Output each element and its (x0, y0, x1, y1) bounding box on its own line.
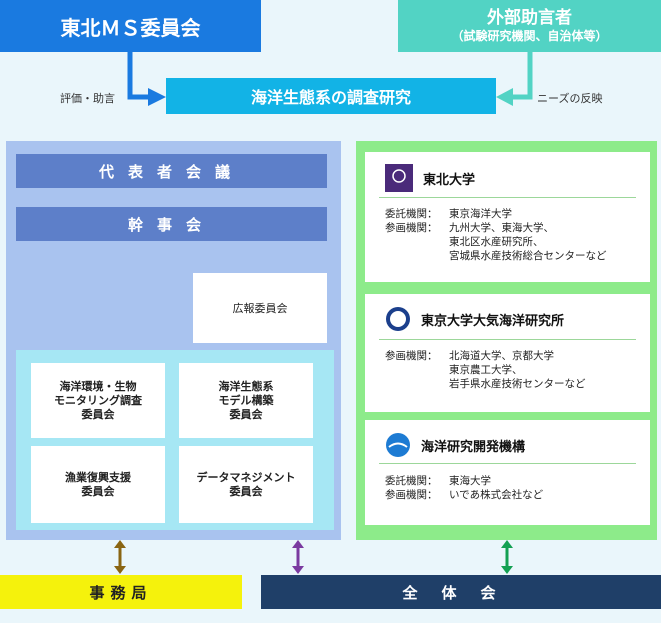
plenary-meeting: 全体会 (261, 575, 661, 609)
pr-committee: 広報委員会 (193, 273, 327, 343)
external-advisors: 外部助言者 （試験研究機関、自治体等） (398, 0, 661, 52)
jamstec-logo-icon (386, 433, 410, 457)
needs-label: ニーズの反映 (537, 92, 603, 105)
aori-logo-icon (386, 307, 410, 331)
office-link-arrow (114, 540, 126, 574)
external-advisors-title: 外部助言者 (487, 8, 572, 28)
tohoku-ms-committee: 東北ＭＳ委員会 (0, 0, 261, 52)
committee-fishery-support: 漁業復興支援委員会 (31, 446, 165, 523)
committee-monitoring: 海洋環境・生物モニタリング調査委員会 (31, 363, 165, 438)
committee-data-management: データマネジメント委員会 (179, 446, 313, 523)
org-card-aori: 東京大学大気海洋研究所 参画機関： 北海道大学、京都大学東京農工大学、岩手県水産… (365, 294, 650, 412)
advice-arrow (127, 52, 150, 100)
executive-committee: 幹事会 (16, 207, 327, 241)
external-advisors-subtitle: （試験研究機関、自治体等） (451, 29, 608, 43)
all-link-arrow-right (501, 540, 513, 574)
org-name: 東北大学 (423, 172, 476, 188)
secretariat: 事務局 (0, 575, 242, 609)
tohoku-logo-icon (385, 164, 413, 192)
central-research-box: 海洋生態系の調査研究 (166, 78, 496, 114)
committee-ecosystem-model: 海洋生態系モデル構築委員会 (179, 363, 313, 438)
advice-label: 評価・助言 (60, 92, 115, 105)
org-card-jamstec: 海洋研究開発機構 委託機関： 東海大学 参画機関： いであ株式会社など (365, 420, 650, 525)
needs-arrow (510, 52, 533, 100)
org-card-tohoku: 東北大学 委託機関： 東京海洋大学 参画機関： 九州大学、東海大学、東北区水産研… (365, 152, 650, 282)
org-name: 東京大学大気海洋研究所 (421, 313, 565, 329)
all-link-arrow-left (292, 540, 304, 574)
representatives-meeting: 代表者会議 (16, 154, 327, 188)
org-name: 海洋研究開発機構 (421, 439, 526, 455)
